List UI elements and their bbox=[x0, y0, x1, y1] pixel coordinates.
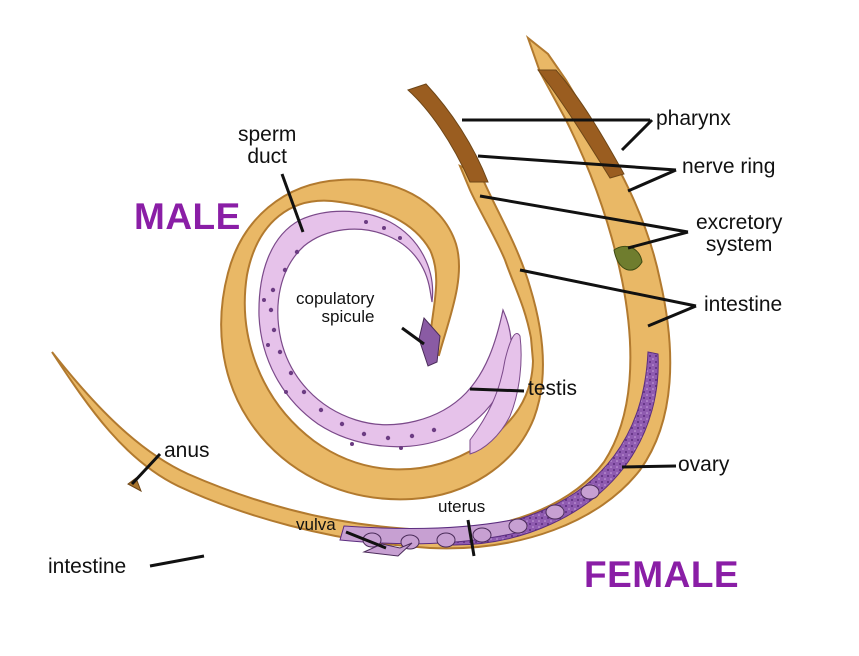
male-sperm-duct bbox=[258, 210, 512, 448]
male-head bbox=[407, 69, 643, 271]
female-title: FEMALE bbox=[584, 554, 740, 595]
label-excretory-system: excretory system bbox=[696, 211, 783, 257]
label-intestine-right: intestine bbox=[704, 293, 783, 316]
excretory-gland bbox=[613, 246, 643, 271]
copulatory-spicule bbox=[418, 316, 441, 367]
leader-intestine-left bbox=[149, 554, 205, 568]
label-ovary: ovary bbox=[678, 453, 730, 476]
label-nerve-ring: nerve ring bbox=[682, 155, 776, 178]
leader-intestine-female bbox=[647, 304, 697, 328]
sperm-cells bbox=[262, 220, 437, 450]
label-sperm-duct: sperm duct bbox=[238, 123, 297, 169]
leader-lines bbox=[130, 118, 697, 568]
anus-opening bbox=[127, 477, 142, 493]
label-anus: anus bbox=[164, 439, 210, 462]
leader-anus bbox=[130, 452, 162, 486]
male-worm bbox=[220, 164, 545, 501]
label-copulatory-spicule: copulatory spicule bbox=[296, 289, 375, 326]
female-worm bbox=[51, 35, 672, 557]
leader-intestine-male bbox=[519, 268, 697, 308]
male-title: MALE bbox=[134, 196, 241, 237]
leader-uterus bbox=[466, 519, 476, 557]
leader-nerve-ring-female bbox=[627, 168, 677, 193]
leader-ovary bbox=[621, 464, 677, 469]
leader-pharynx-female bbox=[620, 118, 654, 152]
leader-excretory-male bbox=[479, 194, 689, 234]
leader-sperm-duct bbox=[280, 173, 305, 233]
label-uterus: uterus bbox=[438, 497, 486, 516]
leader-testis bbox=[469, 387, 525, 393]
leader-nerve-ring-male bbox=[477, 154, 677, 172]
male-body bbox=[220, 164, 545, 501]
leader-excretory-female bbox=[627, 230, 689, 250]
label-testis: testis bbox=[528, 377, 578, 400]
male-pharynx bbox=[407, 83, 489, 183]
label-intestine-left: intestine bbox=[48, 555, 127, 578]
leader-copulatory-spicule bbox=[401, 326, 425, 346]
label-vulva: vulva bbox=[296, 515, 336, 534]
leader-vulva bbox=[345, 530, 387, 550]
label-pharynx: pharynx bbox=[656, 107, 731, 130]
female-pharynx bbox=[536, 69, 625, 179]
